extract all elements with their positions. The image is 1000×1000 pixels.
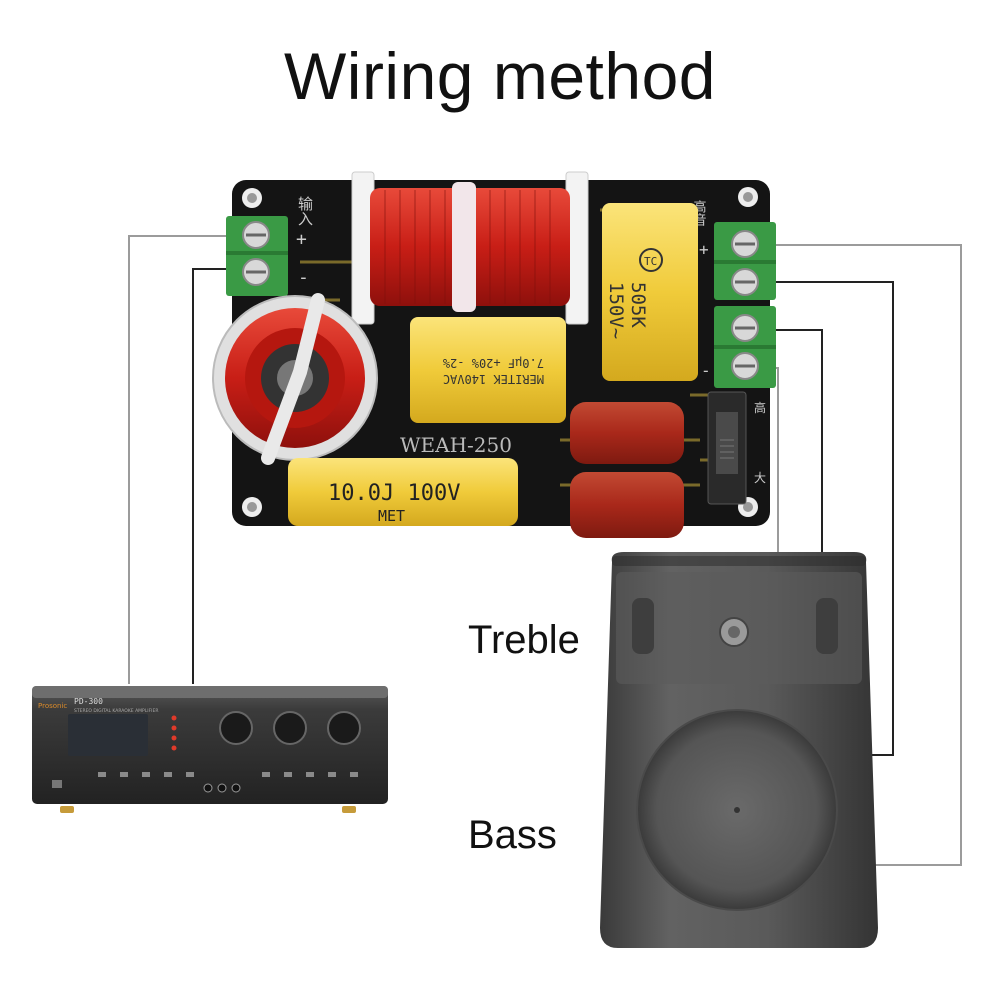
amp-jack-icon [231,783,241,793]
mounting-holes [242,187,758,517]
amp-knob-icon [219,711,253,745]
capacitor-red-upper [570,402,684,464]
level-switch: 高 大 [707,391,766,505]
amp-subtitle: STEREO DIGITAL KARAOKE AMPLIFIER [74,708,158,714]
amp-power-switch [52,780,62,788]
output-plus-label: + [699,240,709,259]
amp-leds [171,715,177,751]
input-label: 输入 [296,196,314,226]
input-terminal-block [226,216,288,296]
tc-logo-icon [639,248,663,272]
capacitor-tall-line1: 505K [627,282,649,328]
input-minus-label: - [298,267,309,288]
capacitor-tall-logo: TC [644,255,657,268]
treble-label: Treble [468,618,580,662]
amp-jack-icon [203,783,213,793]
capacitor-tall: TC 505K 150V~ [602,203,698,381]
capacitor-big-line2: MET [378,507,405,525]
wire-amp-plus [128,235,238,684]
amp-buttons [98,772,358,777]
speaker-cabinet [600,552,878,948]
input-plus-label: + [296,229,307,250]
capacitor-mid: 7.0µF +20% -2% MERITEK 140VAC [410,317,566,423]
output-terminal-block [714,222,776,388]
switch-bottom-label: 大 [754,471,766,485]
capacitor-mid-line2: MERITEK 140VAC [443,372,544,386]
output-minus-label: - [701,361,711,380]
amp-model: PD-300 [74,697,103,706]
amp-knob-icon [327,711,361,745]
amp-display [68,714,148,756]
capacitor-red-lower [570,472,684,538]
crossover-board: 输入 + - 高音 + - WEAH-250 [212,171,776,538]
inductor-coil [351,171,589,325]
amp-jack-icon [217,783,227,793]
capacitor-big-line1: 10.0J 100V [328,481,460,506]
diagram-title: Wiring method [284,39,716,113]
board-model: WEAH-250 [400,433,512,457]
capacitor-big: 10.0J 100V MET [288,458,518,526]
amp-knob-icon [273,711,307,745]
capacitor-tall-line2: 150V~ [605,282,627,339]
ring-coil [212,293,378,465]
amp-brand: Prosonic [38,702,67,710]
switch-top-label: 高 [754,400,766,415]
amplifier: Prosonic PD-300 STEREO DIGITAL KARAOKE A… [32,686,388,813]
capacitor-mid-line1: 7.0µF +20% -2% [442,356,544,370]
bass-label: Bass [468,813,557,857]
